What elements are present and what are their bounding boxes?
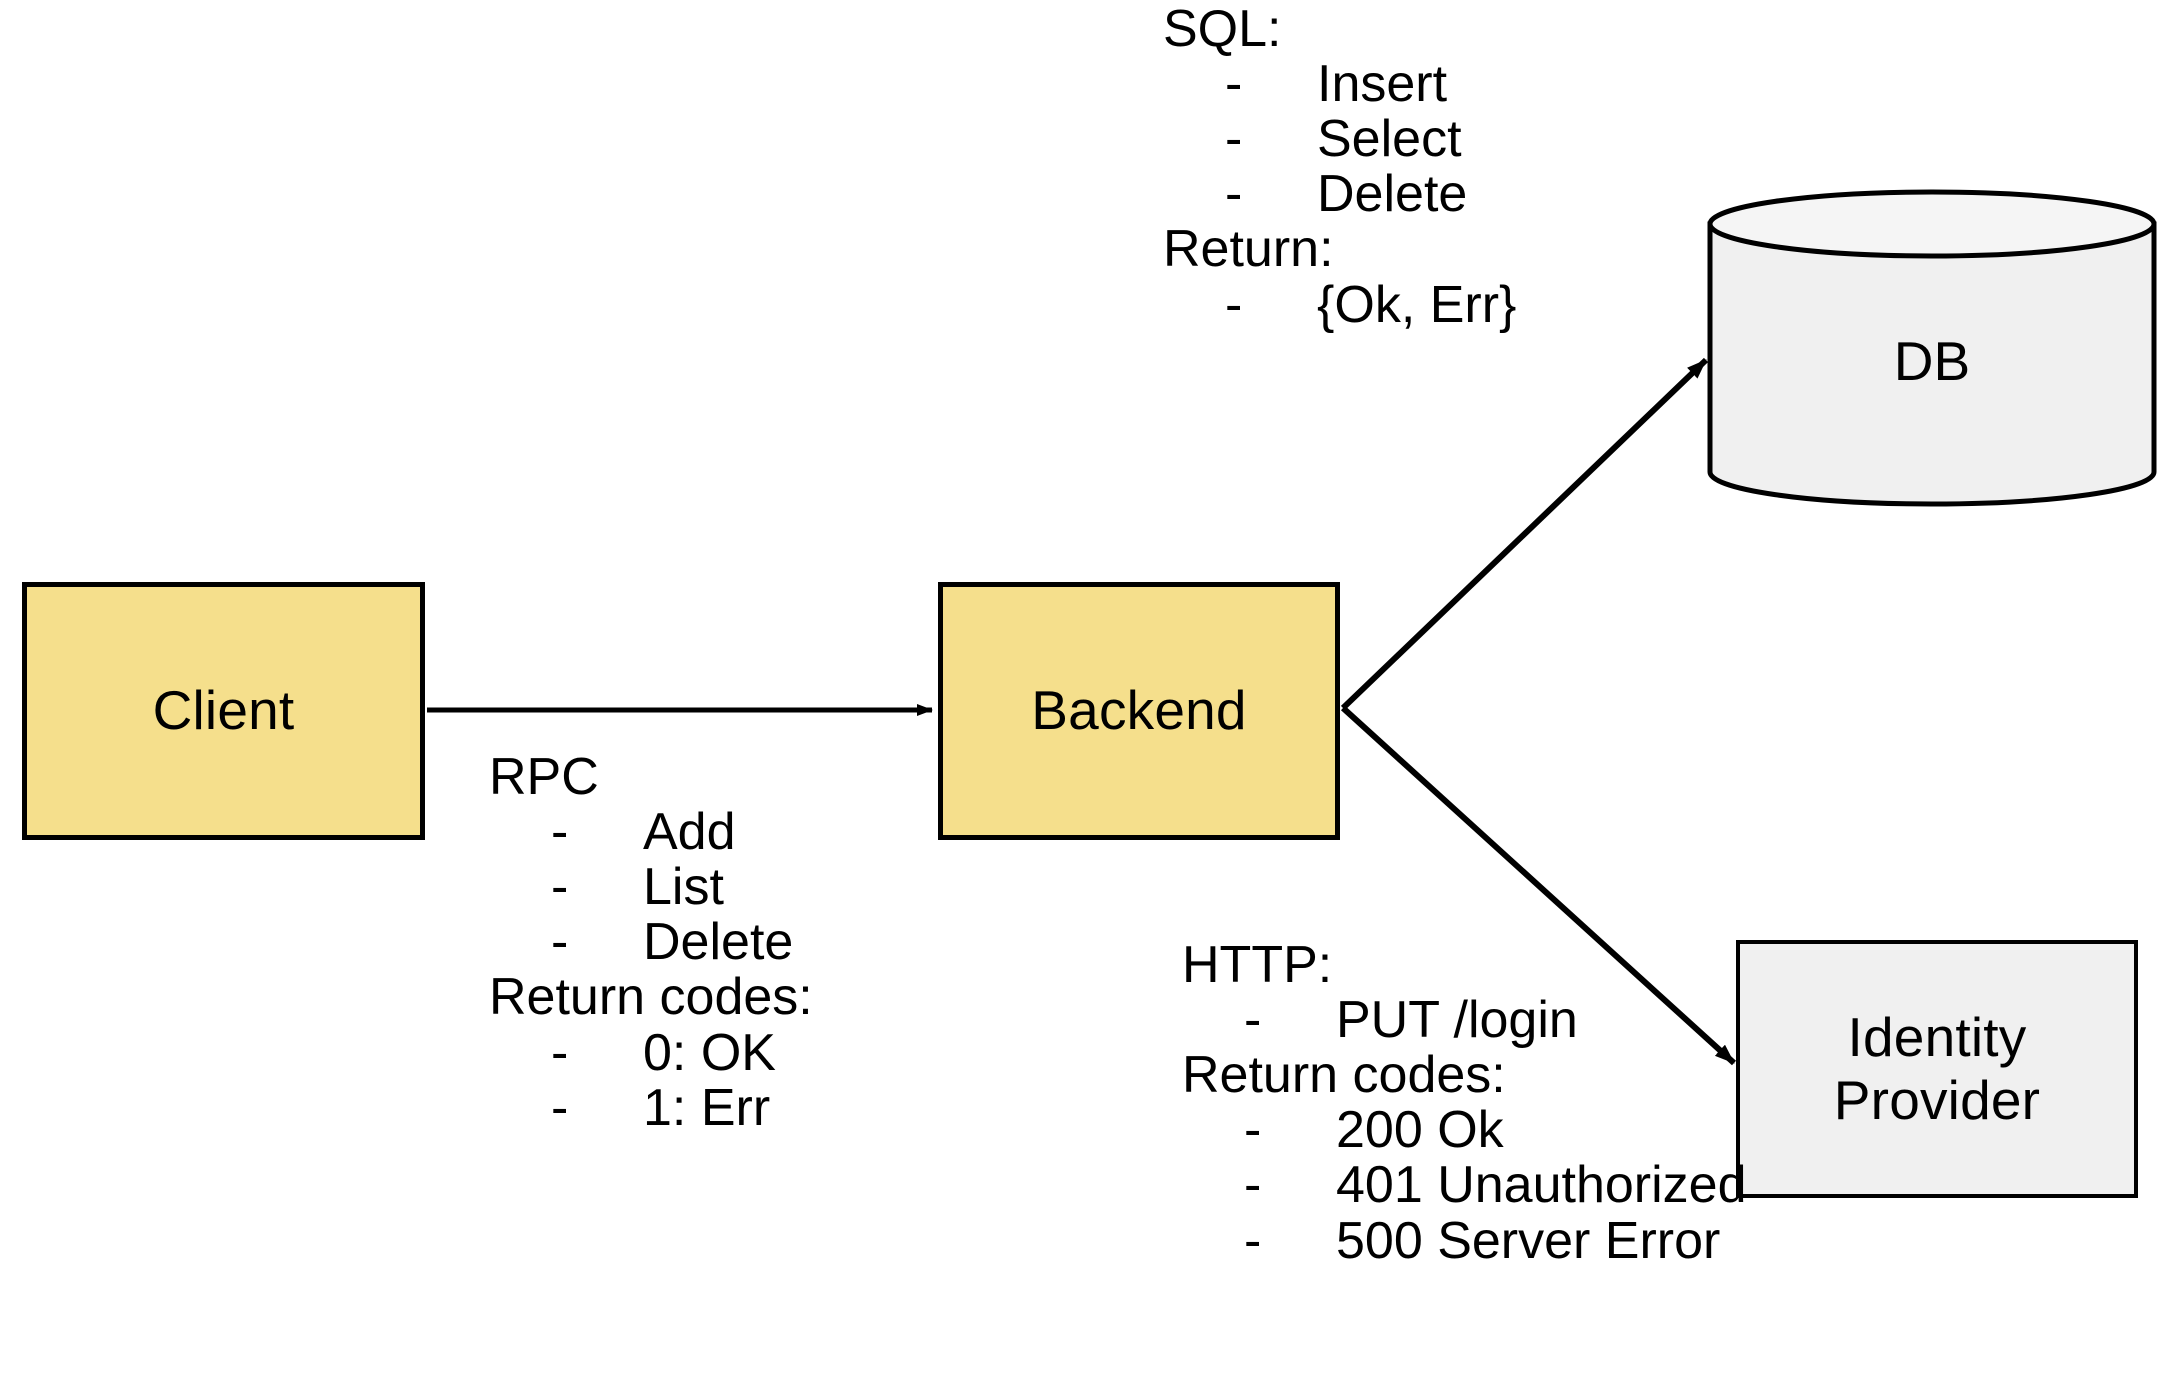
rpc-operation-2: Delete	[643, 913, 794, 972]
sql-operation-row: - Delete	[1163, 167, 1516, 222]
rpc-operation-row: - Delete	[489, 915, 813, 970]
node-identity-provider-label: Identity Provider	[1833, 1005, 2041, 1131]
http-return-dash-2: -	[1244, 1211, 1262, 1270]
node-client-label: Client	[152, 679, 295, 742]
http-returns-heading: Return codes:	[1182, 1046, 1506, 1105]
rpc-returns-heading: Return codes:	[489, 968, 813, 1027]
cylinder-shape	[1707, 189, 2157, 507]
node-backend-label: Backend	[1031, 679, 1247, 742]
http-return-dash-1: -	[1244, 1156, 1262, 1215]
rpc-return-0: 0: OK	[643, 1023, 776, 1082]
sql-bullet-dash-2: -	[1225, 165, 1243, 224]
annotation-http: HTTP: -PUT /login Return codes: -200 Ok …	[1182, 936, 1747, 1270]
rpc-bullet-dash-0: -	[551, 803, 569, 862]
sql-bullet-dash-0: -	[1225, 55, 1243, 114]
rpc-operation-1: List	[643, 858, 724, 917]
rpc-return-dash-0: -	[551, 1023, 569, 1082]
node-client[interactable]: Client	[22, 582, 425, 840]
http-return-row: - 500 Server Error	[1182, 1211, 1747, 1270]
sql-operation-1: Select	[1317, 110, 1462, 169]
http-return-2: 500 Server Error	[1336, 1211, 1721, 1270]
http-bullet-dash-0: -	[1244, 991, 1262, 1050]
annotation-rpc: RPC - Add - List - Delete Return codes: - 0:…	[489, 748, 813, 1137]
sql-bullet-dash-1: -	[1225, 110, 1243, 169]
sql-return-dash-0: -	[1225, 275, 1243, 334]
node-db-label: DB	[1893, 330, 1971, 392]
http-operation-row: - PUT /login	[1182, 991, 1747, 1050]
node-db[interactable]: DB	[1706, 188, 2158, 508]
http-return-1: 401 Unauthorized	[1336, 1156, 1747, 1215]
rpc-return-row: - 0: OK	[489, 1023, 813, 1082]
http-heading: HTTP:	[1182, 936, 1333, 994]
edge-backend-to-db	[1340, 357, 1709, 711]
annotation-sql: SQL: - Insert - Select - Delete Return: - {O…	[1163, 0, 1517, 334]
sql-operation-row: - Insert	[1163, 55, 1516, 114]
rpc-operation-row: - List	[489, 860, 813, 915]
rpc-operation-row: - Add	[489, 803, 813, 862]
sql-heading: SQL:	[1163, 0, 1282, 58]
sql-return-0: {Ok, Err}	[1317, 275, 1517, 334]
http-return-row: - 401 Unauthorized	[1182, 1158, 1747, 1213]
rpc-return-row: - 1: Err	[489, 1078, 813, 1137]
http-operation-0: PUT /login	[1336, 991, 1578, 1050]
rpc-operation-0: Add	[643, 803, 736, 862]
sql-operation-2: Delete	[1317, 165, 1468, 224]
http-return-row: - 200 Ok	[1182, 1103, 1747, 1158]
node-identity-provider[interactable]: Identity Provider	[1736, 940, 2138, 1198]
rpc-return-1: 1: Err	[643, 1078, 771, 1137]
sql-operation-row: - Select	[1163, 112, 1516, 167]
sql-returns-heading: Return:	[1163, 220, 1334, 279]
rpc-return-dash-1: -	[551, 1078, 569, 1137]
http-return-0: 200 Ok	[1336, 1101, 1504, 1160]
http-return-dash-0: -	[1244, 1101, 1262, 1160]
sql-operation-0: Insert	[1317, 55, 1448, 114]
node-backend[interactable]: Backend	[938, 582, 1340, 840]
rpc-bullet-dash-1: -	[551, 858, 569, 917]
sql-return-row: - {Ok, Err}	[1163, 275, 1517, 334]
rpc-heading: RPC	[489, 748, 599, 806]
rpc-bullet-dash-2: -	[551, 913, 569, 972]
